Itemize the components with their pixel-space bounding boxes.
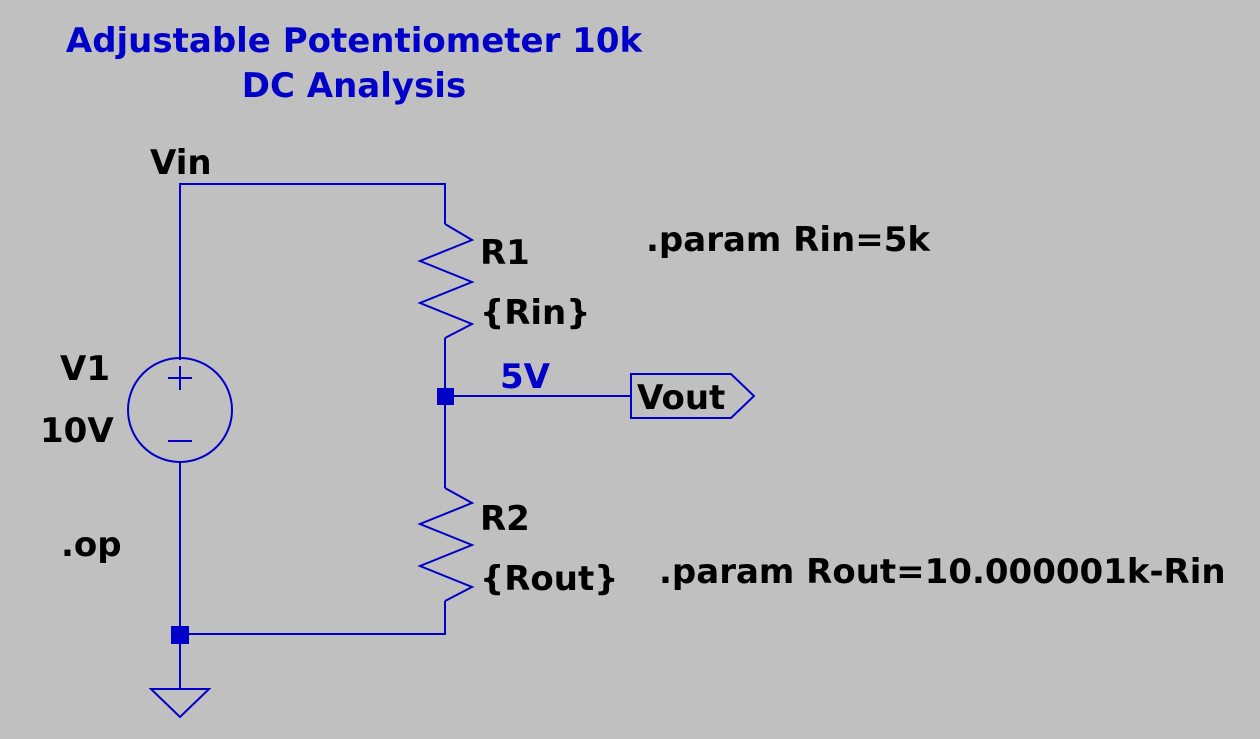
resistor-r1[interactable] bbox=[417, 223, 475, 339]
wire-gnd[interactable] bbox=[180, 601, 446, 635]
v1-value: 10V bbox=[40, 411, 114, 451]
r2-name: R2 bbox=[480, 499, 530, 539]
r2-value: {Rout} bbox=[480, 559, 618, 599]
resistor-r2[interactable] bbox=[417, 487, 475, 602]
plus-icon bbox=[168, 366, 192, 390]
net-label-vout: Vout bbox=[637, 378, 725, 418]
junction-node-vout bbox=[437, 388, 454, 405]
diagram-title-line2: DC Analysis bbox=[242, 66, 466, 106]
diagram-title-line1: Adjustable Potentiometer 10k bbox=[66, 21, 644, 61]
directive-param-rout: .param Rout=10.000001k-Rin bbox=[659, 552, 1226, 592]
junction-node-gnd bbox=[171, 626, 189, 644]
voltage-source-circle bbox=[127, 357, 233, 463]
wire-vin[interactable] bbox=[179, 183, 446, 360]
voltage-source-v1[interactable] bbox=[127, 357, 233, 463]
ground-icon[interactable] bbox=[148, 688, 212, 719]
node-voltage-label: 5V bbox=[500, 357, 551, 397]
r1-value: {Rin} bbox=[480, 293, 590, 333]
directive-param-rin: .param Rin=5k bbox=[646, 220, 931, 260]
vout-flag[interactable] bbox=[630, 373, 756, 419]
net-label-vin: Vin bbox=[150, 143, 212, 183]
r1-name: R1 bbox=[480, 233, 530, 273]
v1-name: V1 bbox=[60, 349, 110, 389]
directive-op: .op bbox=[61, 525, 122, 565]
